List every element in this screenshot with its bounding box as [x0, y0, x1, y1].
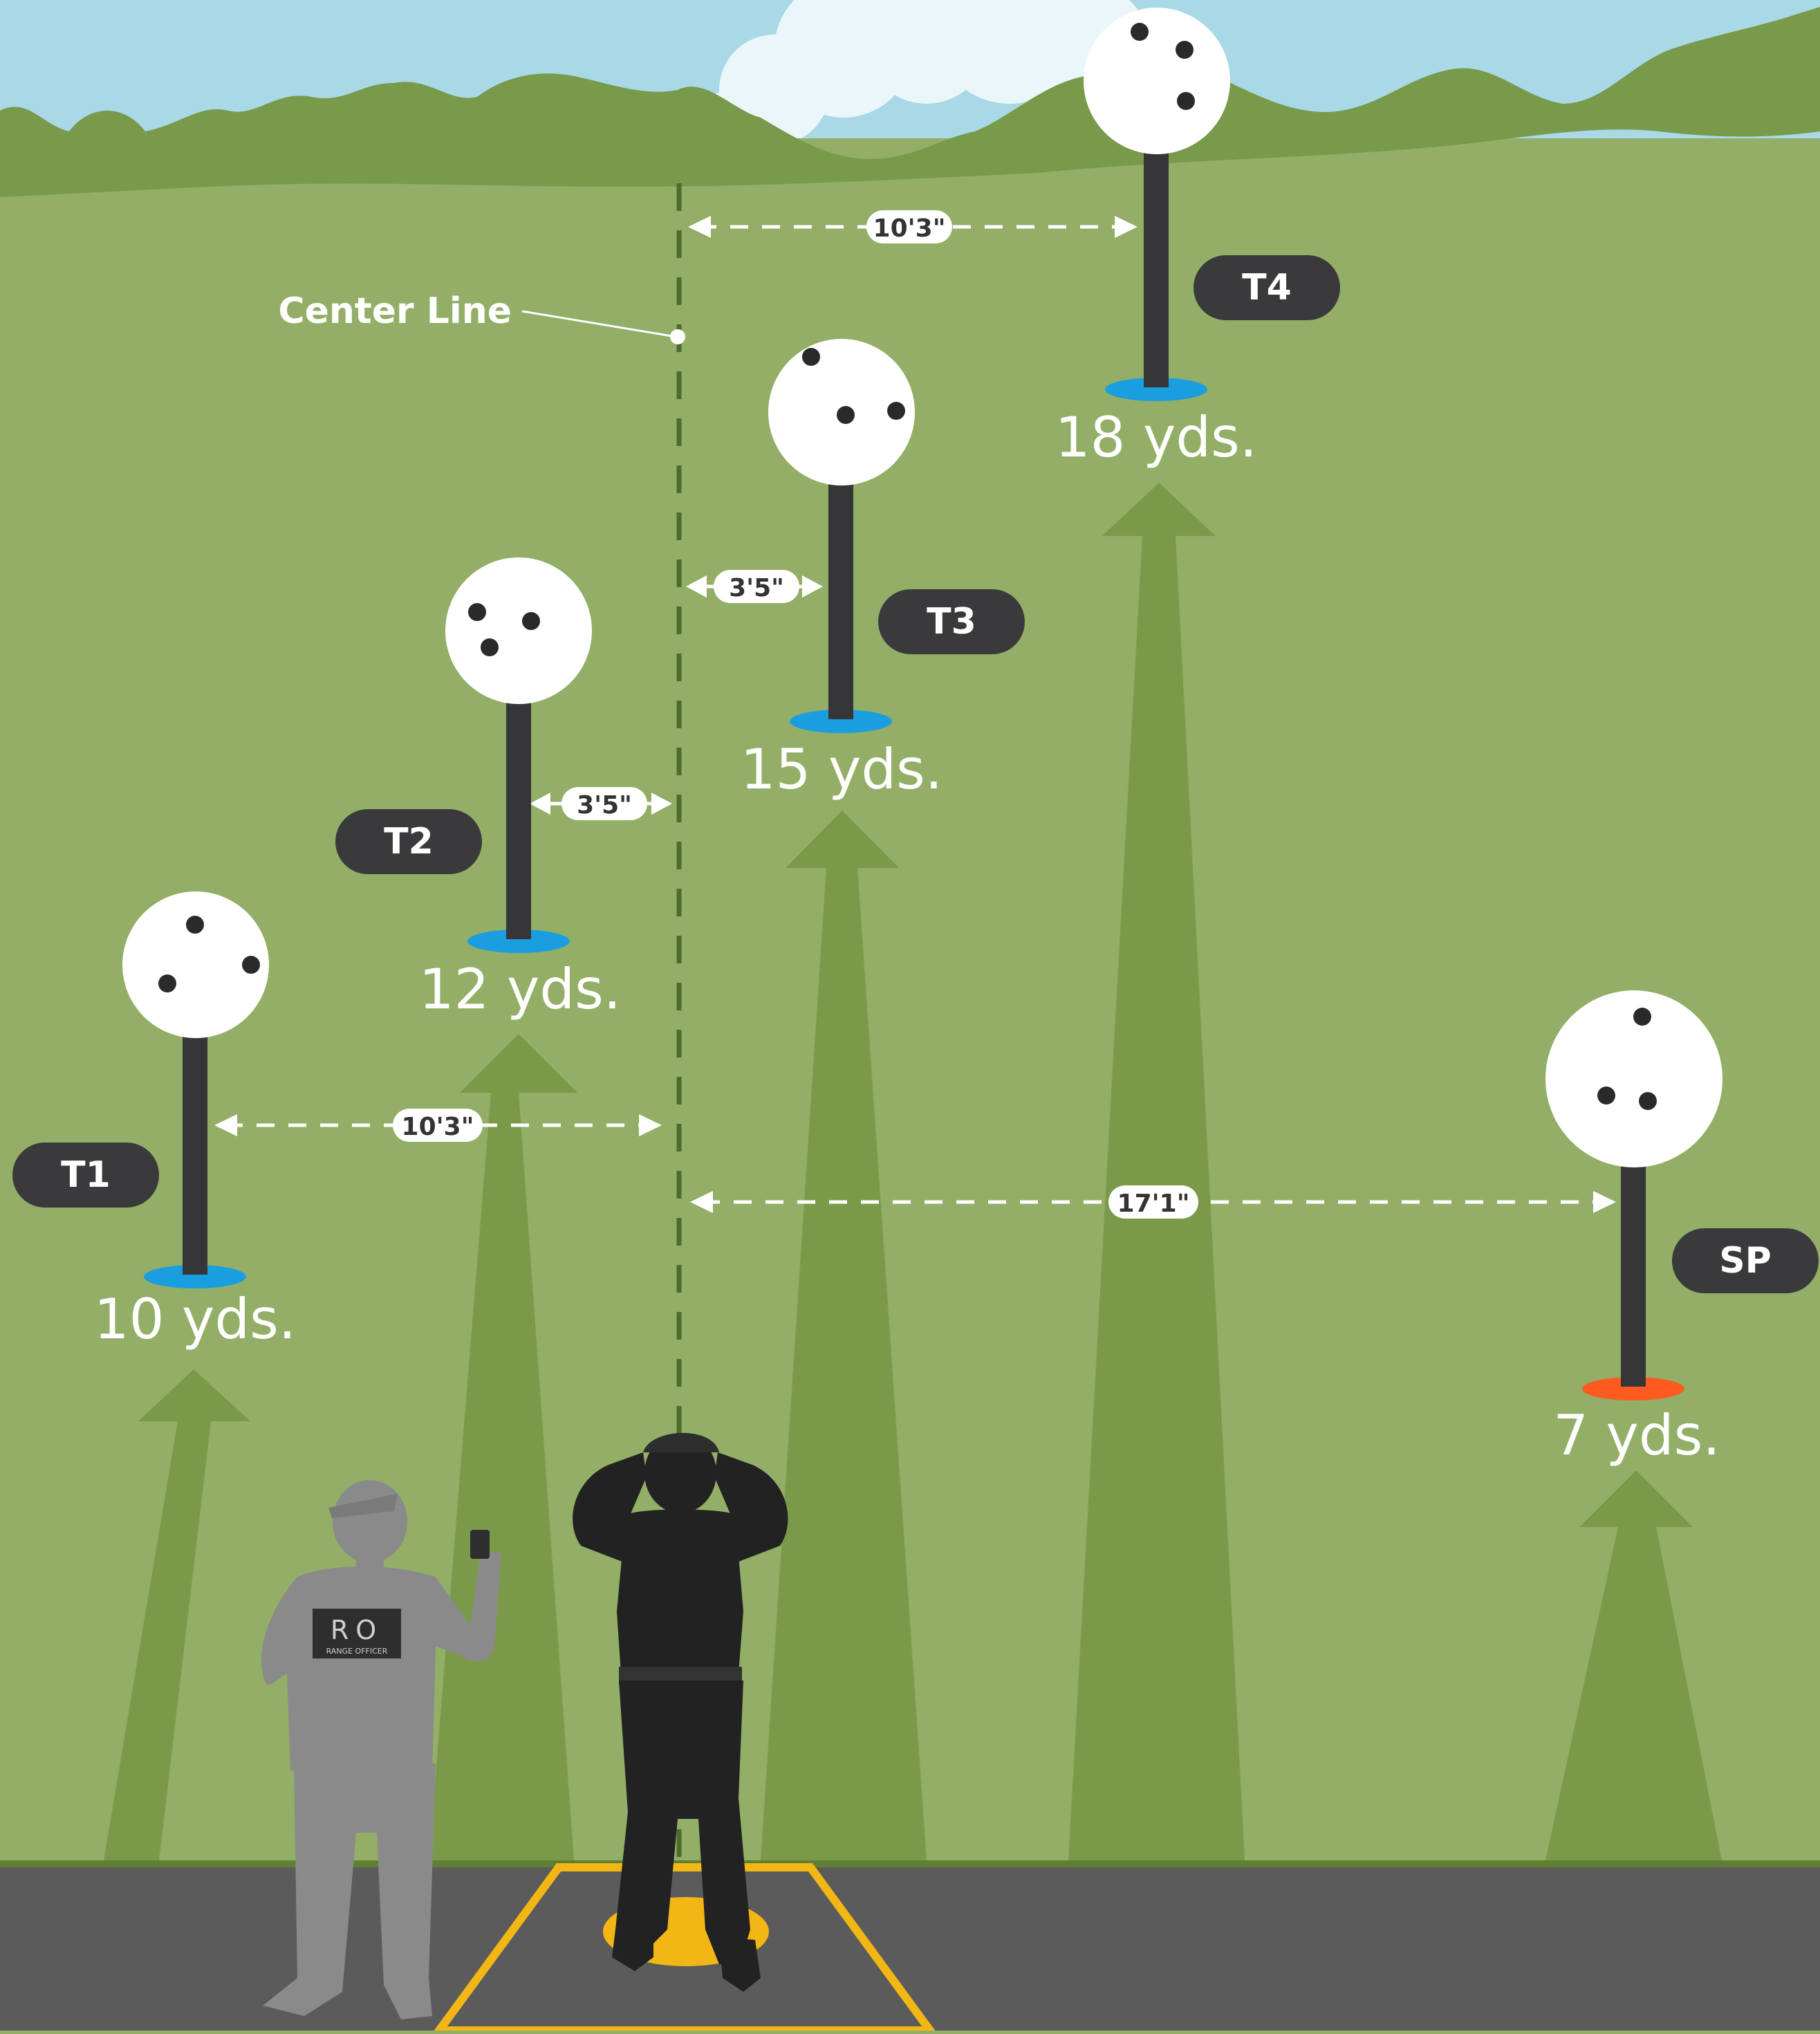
target-post [183, 1034, 207, 1275]
target-id: T2 [384, 821, 434, 862]
target-post [828, 484, 853, 719]
measurement-t2-label: 3'5" [577, 791, 632, 820]
officer-patch-small: RANGE OFFICER [326, 1647, 388, 1656]
target-distance: 18 yds. [1055, 405, 1257, 470]
steel-plate [1084, 8, 1230, 154]
target-post [1621, 1152, 1646, 1387]
target-distance: 7 yds. [1553, 1403, 1720, 1468]
center-line-label: Center Line [278, 290, 512, 332]
target-distance: 15 yds. [741, 737, 943, 802]
measurement-sp-label: 17'1" [1117, 1190, 1190, 1218]
measurement-t1: 10'3" [393, 1109, 483, 1142]
measurement-sp: 17'1" [1108, 1185, 1198, 1219]
measurement-t3: 3'5" [714, 570, 799, 603]
measurement-t2: 3'5" [561, 787, 647, 820]
steel-plate [445, 557, 592, 704]
target-post [506, 702, 531, 939]
measurement-t4: 10'3" [866, 210, 952, 243]
target-id: T3 [927, 601, 976, 642]
officer-patch-big: RO [331, 1615, 383, 1645]
measurement-t3-label: 3'5" [729, 574, 784, 602]
measurement-t4-label: 10'3" [873, 214, 946, 243]
target-id: T1 [61, 1154, 111, 1196]
target-id: T4 [1242, 267, 1292, 308]
measurement-t1-label: 10'3" [402, 1113, 474, 1141]
target-post [1144, 152, 1169, 387]
radio [470, 1530, 490, 1559]
target-distance: 12 yds. [419, 957, 621, 1021]
target-distance: 10 yds. [94, 1287, 296, 1351]
target-id: SP [1719, 1240, 1772, 1282]
